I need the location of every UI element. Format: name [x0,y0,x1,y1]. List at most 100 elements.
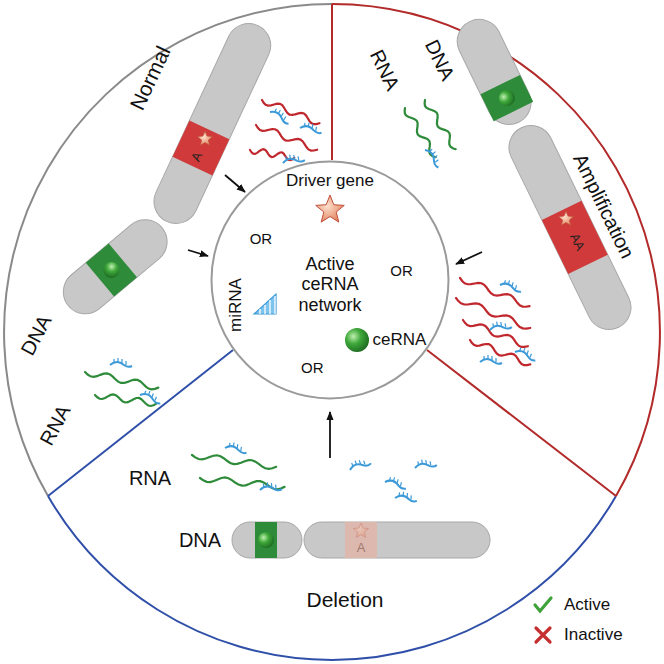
mirna-fragment [139,388,163,404]
node-text: miRNA [226,278,246,332]
deleted-band [345,522,377,558]
node-icon [313,193,347,225]
figure-label: RNA [35,401,74,449]
network-member: miRNA [221,273,284,337]
cerna-band [255,522,277,558]
figure-label: RNA [129,467,171,489]
rna-strand [261,97,321,126]
mirna-strand [504,279,517,289]
mirna-strand [114,358,126,365]
rna-strand [192,452,277,470]
mirna-strand [399,491,412,499]
mirna-fragment [259,481,282,492]
active-check [535,598,551,611]
node-icon [344,327,370,353]
mirna-strand [484,355,496,362]
mirna-strand [351,458,365,469]
mirna-fragment [225,441,248,453]
figure-label: Normal [125,42,175,113]
mirna-strand [418,458,431,467]
sector-divider [48,350,233,496]
mirna-strand [225,445,247,454]
mirna-strand [229,442,242,451]
sector-arc [48,496,616,660]
chromosome-arm [502,118,639,337]
legend-row: Inactive [530,620,623,650]
rna-strand [402,106,438,159]
flow-arrow [225,175,245,192]
figure-label: A [357,541,366,555]
legend-text: Active [564,595,610,615]
legend-sample [530,623,556,647]
rna-strands [84,97,531,490]
node-text: Active ceRNA network [278,254,382,316]
network-circle: Driver gene miRNA ceRNA Active ceRNA networ… [210,160,450,400]
figure-label: Deletion [306,588,383,611]
mirna-strand [428,149,441,163]
figure-label: DNA [16,311,55,359]
chromosome-arm [54,211,176,323]
mirna-strand [263,482,276,490]
chromosome-arm [450,12,539,132]
chromosome [46,0,277,346]
legend-sample [530,593,556,617]
sector-divider [331,4,333,160]
network-outline [212,162,449,399]
figure-label: DNA [179,529,221,551]
chromosome-arm [232,522,302,558]
chromosome [232,522,490,558]
mirna-strand [514,349,536,361]
mirna-strand [304,122,317,131]
gene-band [173,121,230,176]
driver-star [353,523,368,537]
cerna-band [86,244,137,297]
mirna-strand [300,125,322,134]
cerna-sphere [345,328,369,352]
rna-strand [84,369,159,391]
mirna-strand [144,390,158,401]
mirna-fragment [385,475,409,489]
sector-divider [427,350,616,496]
legend: ActiveInactive [530,590,623,650]
figure-label: DNA [421,36,459,84]
mirna-strand [110,362,132,367]
mirna-strand [395,495,417,502]
mirna-fragment [282,152,305,164]
chromosome [450,12,639,337]
cerna-band [480,75,533,121]
mirna-fragment [500,278,524,292]
mirna-strand [273,108,287,120]
edge-label: OR [388,263,415,280]
text-holder: miRNA [225,277,247,333]
mirna-strand [424,148,442,168]
legend-text: Inactive [564,625,623,645]
flow-arrow [188,250,208,256]
flow-arrow [329,412,331,458]
mirna-fragment [110,358,132,367]
mirna-fragment [514,345,538,361]
inactive-cross [536,628,550,642]
mirna-fragment [348,456,372,472]
mirna-fragment [300,121,323,133]
mirna-strand [385,479,407,489]
driver-star [558,211,573,225]
figure-label: RNA [366,46,404,94]
cerna-sphere [496,87,517,108]
mirna-fragments [110,106,538,502]
mirna-fragment [269,106,292,125]
mirna-strand [139,392,161,404]
mirna-fragment [489,319,512,331]
mirna-strand [519,347,533,358]
node-icon [250,290,280,320]
rna-strand [422,98,458,151]
mirna-fragment [424,146,445,169]
network-member: Driver gene [282,167,378,230]
mirna-strand [493,320,506,329]
edge-label: OR [248,231,275,248]
mirna-strand [286,153,299,162]
node-text: ceRNA [373,330,427,350]
mirna-fragment [414,457,437,469]
mirna-strand [500,282,522,292]
cerna-sphere [100,259,123,282]
